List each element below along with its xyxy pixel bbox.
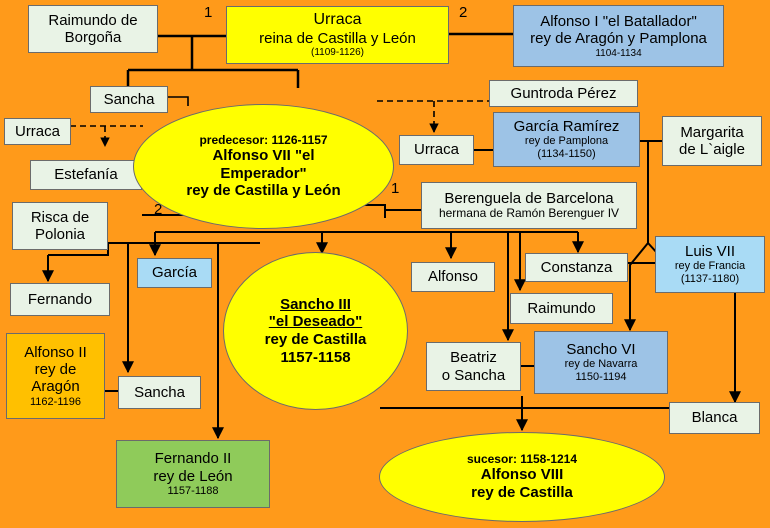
person-urraca-reina: Urraca reina de Castilla y León (1109-11… bbox=[226, 6, 449, 64]
person-fernando: Fernando bbox=[10, 283, 110, 316]
person-sancho-iii: Sancho III "el Deseado" rey de Castilla … bbox=[223, 252, 408, 410]
urraca-name: Urraca bbox=[313, 11, 362, 29]
person-raimundo-child: Raimundo bbox=[510, 293, 613, 324]
descent-raimundo-urraca bbox=[126, 36, 300, 88]
alfonso2-line3: Aragón bbox=[31, 378, 80, 396]
alfonso1-dates: 1104-1134 bbox=[595, 47, 642, 59]
risca-line2: Polonia bbox=[34, 226, 86, 243]
raimundo-line2: Borgoña bbox=[64, 29, 122, 46]
alfonso7-line2: Emperador" bbox=[220, 164, 307, 182]
fernando2-dates: 1157-1188 bbox=[167, 484, 219, 497]
fernando2-line2: rey de León bbox=[153, 467, 233, 485]
alfonso2-line1: Alfonso II bbox=[24, 343, 87, 361]
person-raimundo-de-borgona: Raimundo de Borgoña bbox=[28, 5, 158, 53]
person-estefania: Estefanía bbox=[30, 160, 142, 190]
person-urraca-right: Urraca bbox=[399, 135, 474, 165]
fernando2-line1: Fernando II bbox=[154, 450, 232, 468]
alfonso8-line1: Alfonso VIII bbox=[480, 466, 564, 484]
sancho6-dates: 1150-1194 bbox=[575, 371, 627, 384]
raimundo-line1: Raimundo de bbox=[48, 11, 138, 29]
margarita-line2: de L`aigle bbox=[679, 141, 745, 158]
margarita-line1: Margarita bbox=[680, 123, 744, 141]
person-garcia-ramirez: García Ramírez rey de Pamplona (1134-115… bbox=[493, 112, 640, 167]
beatriz-line1: Beatriz bbox=[450, 349, 497, 367]
person-guntroda-perez: Guntroda Pérez bbox=[489, 80, 638, 107]
berenguela-subtitle: hermana de Ramón Berenguer IV bbox=[438, 206, 620, 221]
person-alfonso-viii: sucesor: 1158-1214 Alfonso VIII rey de C… bbox=[379, 432, 665, 522]
person-fernando-ii: Fernando II rey de León 1157-1188 bbox=[116, 440, 270, 508]
urraca-dates: (1109-1126) bbox=[311, 47, 364, 59]
person-alfonso-vii: predecesor: 1126-1157 Alfonso VII "el Em… bbox=[133, 104, 394, 229]
person-alfonso-ii: Alfonso II rey de Aragón 1162-1196 bbox=[6, 333, 105, 419]
sancho6-name: Sancho VI bbox=[566, 341, 636, 359]
berenguela-name: Berenguela de Barcelona bbox=[444, 189, 614, 207]
alfonso1-title: rey de Aragón y Pamplona bbox=[530, 30, 707, 48]
alfonso8-successor: sucesor: 1158-1214 bbox=[466, 452, 578, 467]
garcia-ramirez-dates: (1134-1150) bbox=[537, 148, 596, 161]
alfonso7-line3: rey de Castilla y León bbox=[186, 182, 341, 200]
risca-line1: Risca de bbox=[30, 208, 90, 226]
person-berenguela-de-barcelona: Berenguela de Barcelona hermana de Ramón… bbox=[421, 182, 637, 229]
marriage-number-2-risca: 2 bbox=[154, 201, 163, 218]
sancho3-line4: 1157-1158 bbox=[280, 348, 351, 366]
alfonso2-dates: 1162-1196 bbox=[30, 395, 81, 408]
alfonso1-name: Alfonso I "el Batallador" bbox=[540, 13, 697, 30]
alfonso7-predecessor: predecesor: 1126-1157 bbox=[199, 132, 328, 147]
luis7-name: Luis VII bbox=[684, 243, 736, 261]
person-sancho-vi: Sancho VI rey de Navarra 1150-1194 bbox=[534, 331, 668, 394]
beatriz-line2: o Sancha bbox=[441, 366, 506, 384]
sancho3-line2: "el Deseado" bbox=[268, 313, 363, 331]
person-risca-de-polonia: Risca de Polonia bbox=[12, 202, 108, 250]
marriage-number-1-berenguela: 1 bbox=[391, 180, 400, 197]
garcia-ramirez-title: rey de Pamplona bbox=[524, 135, 609, 148]
sancho3-line1: Sancho III bbox=[280, 295, 351, 313]
person-sancha-top: Sancha bbox=[90, 86, 168, 113]
person-urraca-left: Urraca bbox=[4, 118, 71, 145]
marriage-number-2: 2 bbox=[459, 4, 468, 21]
alfonso8-line2: rey de Castilla bbox=[471, 484, 573, 502]
alfonso7-line1: Alfonso VII "el bbox=[212, 147, 315, 165]
person-beatriz-o-sancha: Beatriz o Sancha bbox=[426, 342, 521, 391]
person-blanca: Blanca bbox=[669, 402, 760, 434]
luis7-dates: (1137-1180) bbox=[680, 273, 740, 286]
person-margarita-de-laigle: Margarita de L`aigle bbox=[662, 116, 762, 166]
person-alfonso-i: Alfonso I "el Batallador" rey de Aragón … bbox=[513, 5, 724, 67]
person-garcia: García bbox=[137, 258, 212, 288]
person-alfonso-child: Alfonso bbox=[411, 262, 495, 292]
person-luis-vii: Luis VII rey de Francia (1137-1180) bbox=[655, 236, 765, 293]
alfonso2-line2: rey de bbox=[34, 361, 77, 379]
luis7-title: rey de Francia bbox=[674, 260, 746, 273]
garcia-ramirez-name: García Ramírez bbox=[513, 118, 620, 136]
sancho6-title: rey de Navarra bbox=[564, 358, 638, 371]
urraca-title: reina de Castilla y León bbox=[259, 29, 416, 47]
marriage-number-1: 1 bbox=[204, 4, 213, 21]
person-sancha-bottom: Sancha bbox=[118, 376, 201, 409]
sancho3-line3: rey de Castilla bbox=[264, 331, 367, 348]
person-constanza: Constanza bbox=[525, 253, 628, 282]
